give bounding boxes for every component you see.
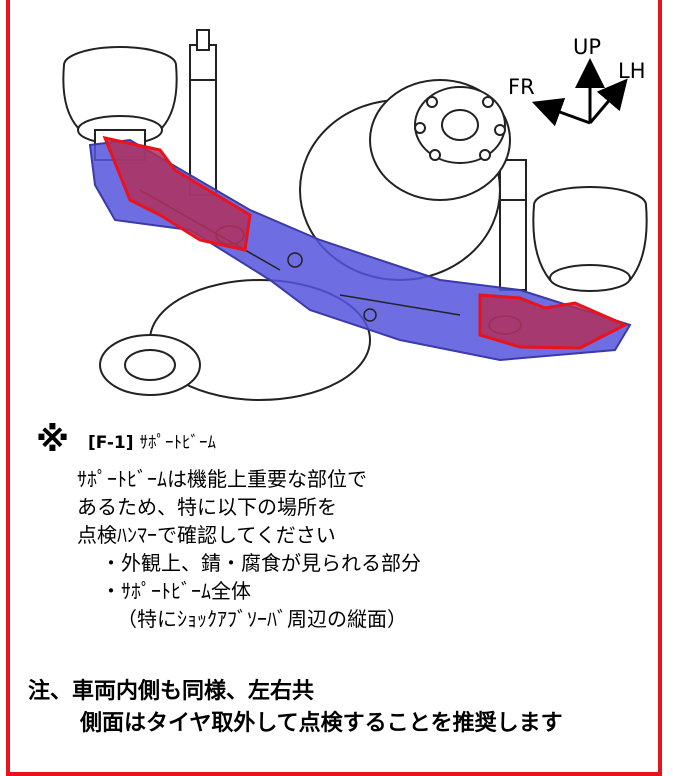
- right-shock: [499, 159, 527, 291]
- instructions: ｻﾎﾟｰﾄﾋﾞｰﾑは機能上重要な部位で あるため、特に以下の場所を 点検ﾊﾝﾏｰ…: [77, 465, 421, 633]
- bullet-item-1: ・外観上、錆・腐食が見られる部分: [101, 551, 421, 575]
- note-title: [F-1]ｻﾎﾟｰﾄﾋﾞｰﾑ: [88, 428, 216, 453]
- footer-line-1: 注、車両内側も同様、左右共: [28, 679, 315, 704]
- note-title-text: ｻﾎﾟｰﾄﾋﾞｰﾑ: [139, 432, 217, 453]
- bullet-item-2-sub: （特にｼｮｯｸｱﾌﾞｿｰﾊﾞ周辺の縦面）: [117, 607, 407, 631]
- highlight-left: [102, 135, 252, 252]
- axis-fr-label: FR: [508, 75, 535, 99]
- note-ref: [F-1]: [88, 432, 134, 453]
- instruction-line-3: 点検ﾊﾝﾏｰで確認してください: [77, 523, 336, 547]
- footer-line-2: 側面はタイヤ取外して点検することを推奨します: [80, 711, 563, 736]
- highlight-right: [478, 293, 629, 350]
- axle-hub: [299, 79, 511, 281]
- footer-note: 注、車両内側も同様、左右共 側面はタイヤ取外して点検することを推奨します: [28, 676, 563, 740]
- reference-mark: ※: [36, 420, 70, 460]
- instruction-line-2: あるため、特に以下の場所を: [77, 495, 337, 519]
- instruction-line-1: ｻﾎﾟｰﾄﾋﾞｰﾑは機能上重要な部位で: [77, 467, 367, 491]
- right-air-spring: [532, 186, 648, 292]
- axis-lh-label: LH: [618, 59, 646, 83]
- bullet-item-2: ・ｻﾎﾟｰﾄﾋﾞｰﾑ全体: [101, 579, 251, 603]
- note-heading: ※ [F-1]ｻﾎﾟｰﾄﾋﾞｰﾑ: [36, 423, 216, 457]
- axis-up-label: UP: [573, 35, 602, 59]
- suspension-illustration: [62, 29, 648, 401]
- left-shock: [189, 29, 217, 196]
- axis-arrows: [531, 58, 628, 127]
- direction-axes: UP LH FR: [500, 35, 670, 135]
